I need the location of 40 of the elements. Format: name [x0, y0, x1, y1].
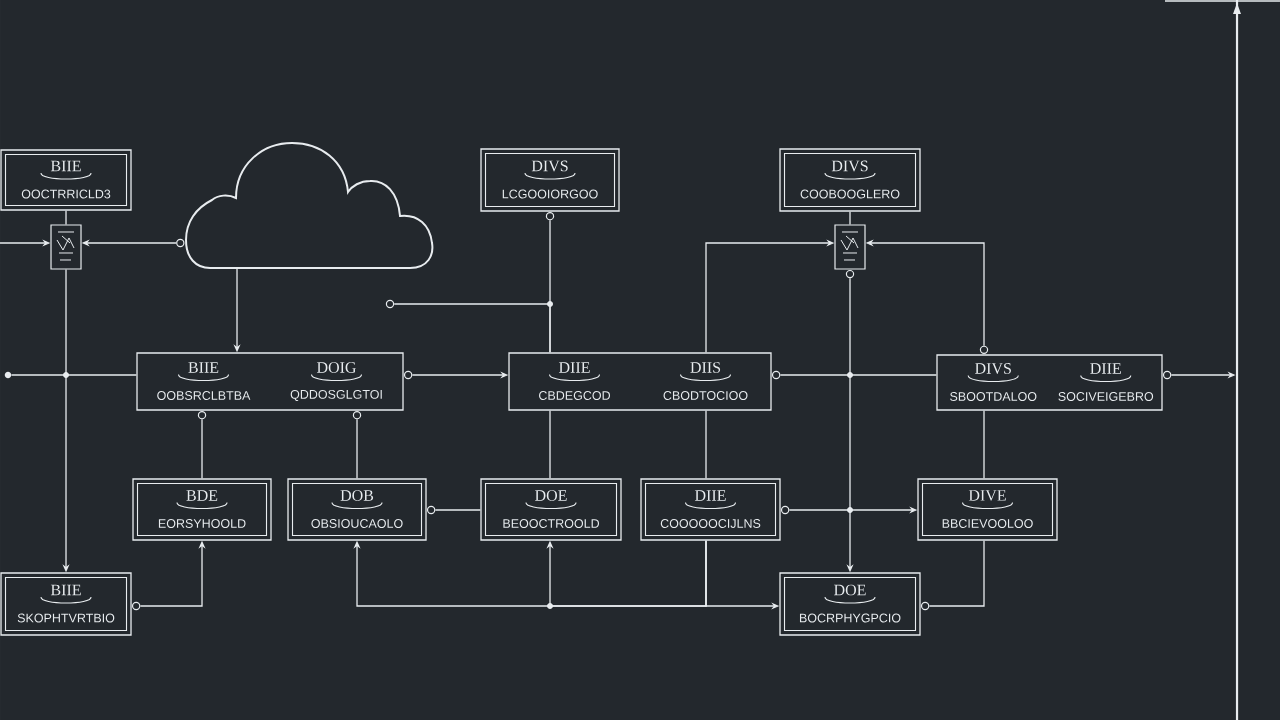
process-box: DOE BOCRPHYGPCIO	[779, 572, 921, 636]
node-label: SOCIVEIGEBRO	[1058, 392, 1154, 401]
connector-line	[983, 410, 985, 479]
arrow	[546, 540, 707, 607]
process-box: DIVS SBOOTDALOO DIIE SOCIVEIGEBRO	[936, 354, 1163, 411]
node-label: SBOOTDALOO	[950, 392, 1037, 401]
node-label: CBDEGCOD	[539, 391, 611, 400]
process-box: BDE EORSYHOOLD	[132, 478, 272, 541]
node-label: DIVS	[975, 363, 1011, 374]
node-label: DIIE	[1090, 363, 1121, 374]
process-box: DIIE CBDEGCOD DIIS CBODTOCIOO	[508, 352, 772, 411]
process-box: DIVS LCGOOIORGOO	[480, 148, 620, 212]
process-box: DIVS COOBOOGLERO	[779, 148, 921, 212]
node-label: DIIE	[558, 362, 590, 373]
connector-line	[849, 211, 851, 226]
process-box: DOE BEOOCTROOLD	[480, 478, 622, 541]
process-box: BIIE OOCTRRICLD3	[0, 149, 132, 211]
node-label: QDDOSGLGTOI	[290, 389, 382, 402]
node-label: DIIS	[690, 362, 721, 373]
node-label: DOIG	[316, 362, 356, 373]
connector-line	[434, 509, 481, 511]
connector-line	[65, 210, 67, 226]
process-box: BIIE OOBSRCLBTBA DOIG QDDOSGLGTOI	[136, 352, 404, 411]
connector-line	[201, 418, 203, 479]
process-box: BIIE SKOPHTVRTBIO	[0, 572, 132, 636]
node-label: CBODTOCIOO	[663, 391, 748, 400]
connector-line	[10, 374, 137, 376]
connector-line	[393, 303, 551, 353]
document-icon	[50, 224, 82, 270]
node-label: OOBSRCLBTBA	[157, 391, 251, 400]
node-label: BIIE	[188, 362, 219, 373]
process-box: DOB OBSIOUCAOLO	[287, 478, 427, 541]
terminal-ring	[385, 299, 395, 309]
process-box: DIVE BBCIEVOOLOO	[917, 478, 1058, 541]
connector-line	[705, 410, 707, 479]
connector-line	[356, 418, 358, 479]
process-box: DIIE COOOOOCIJLNS	[640, 478, 781, 541]
connector-line	[549, 410, 551, 479]
connector-line	[928, 540, 985, 607]
connector-line	[779, 374, 937, 376]
